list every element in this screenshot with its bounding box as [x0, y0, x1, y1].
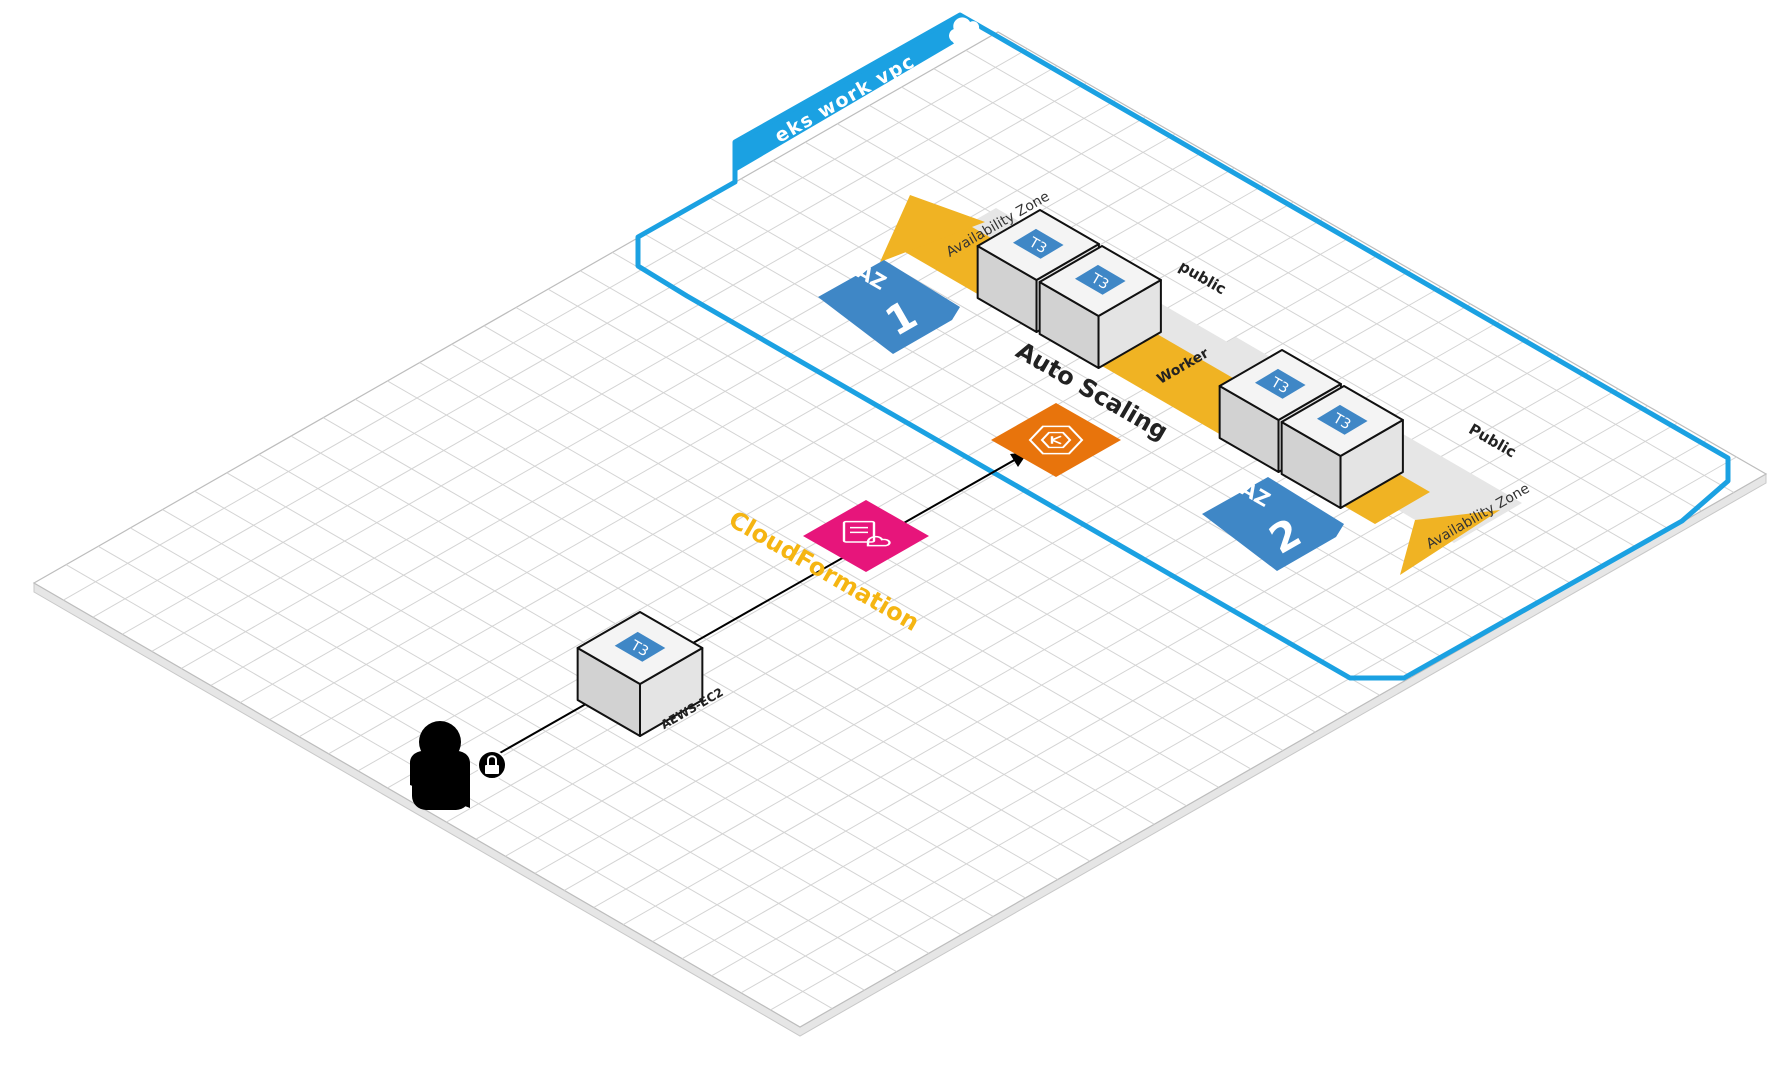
t3-instance-icon: T3 [1254, 368, 1306, 399]
instance-type-label: T3 [627, 637, 651, 660]
az1-badge[interactable]: AZ 1 [818, 259, 960, 354]
bastion-box[interactable]: T3 [576, 611, 704, 737]
t3-instance-icon: T3 [1012, 228, 1064, 259]
bastion-instance[interactable]: T3 [576, 611, 704, 737]
user-icon[interactable] [410, 721, 470, 810]
cloudformation-icon[interactable] [803, 500, 929, 572]
instance-type-label: T3 [1025, 234, 1049, 257]
worker-instance-az2-b[interactable]: T3 [1280, 385, 1404, 509]
cloud-icon [949, 17, 980, 45]
eks-icon[interactable] [991, 403, 1121, 477]
az2-badge[interactable]: AZ 2 [1202, 476, 1344, 571]
instance-type-label: T3 [1087, 270, 1111, 293]
t3-instance-icon: T3 [1074, 264, 1126, 295]
t3-instance-icon: T3 [1316, 404, 1368, 435]
worker-instance-az1-b[interactable]: T3 [1038, 245, 1162, 369]
lock-icon [477, 750, 507, 780]
instance-type-label: T3 [1329, 410, 1353, 433]
t3-instance-icon: T3 [614, 631, 666, 662]
instance-type-label: T3 [1267, 374, 1291, 397]
